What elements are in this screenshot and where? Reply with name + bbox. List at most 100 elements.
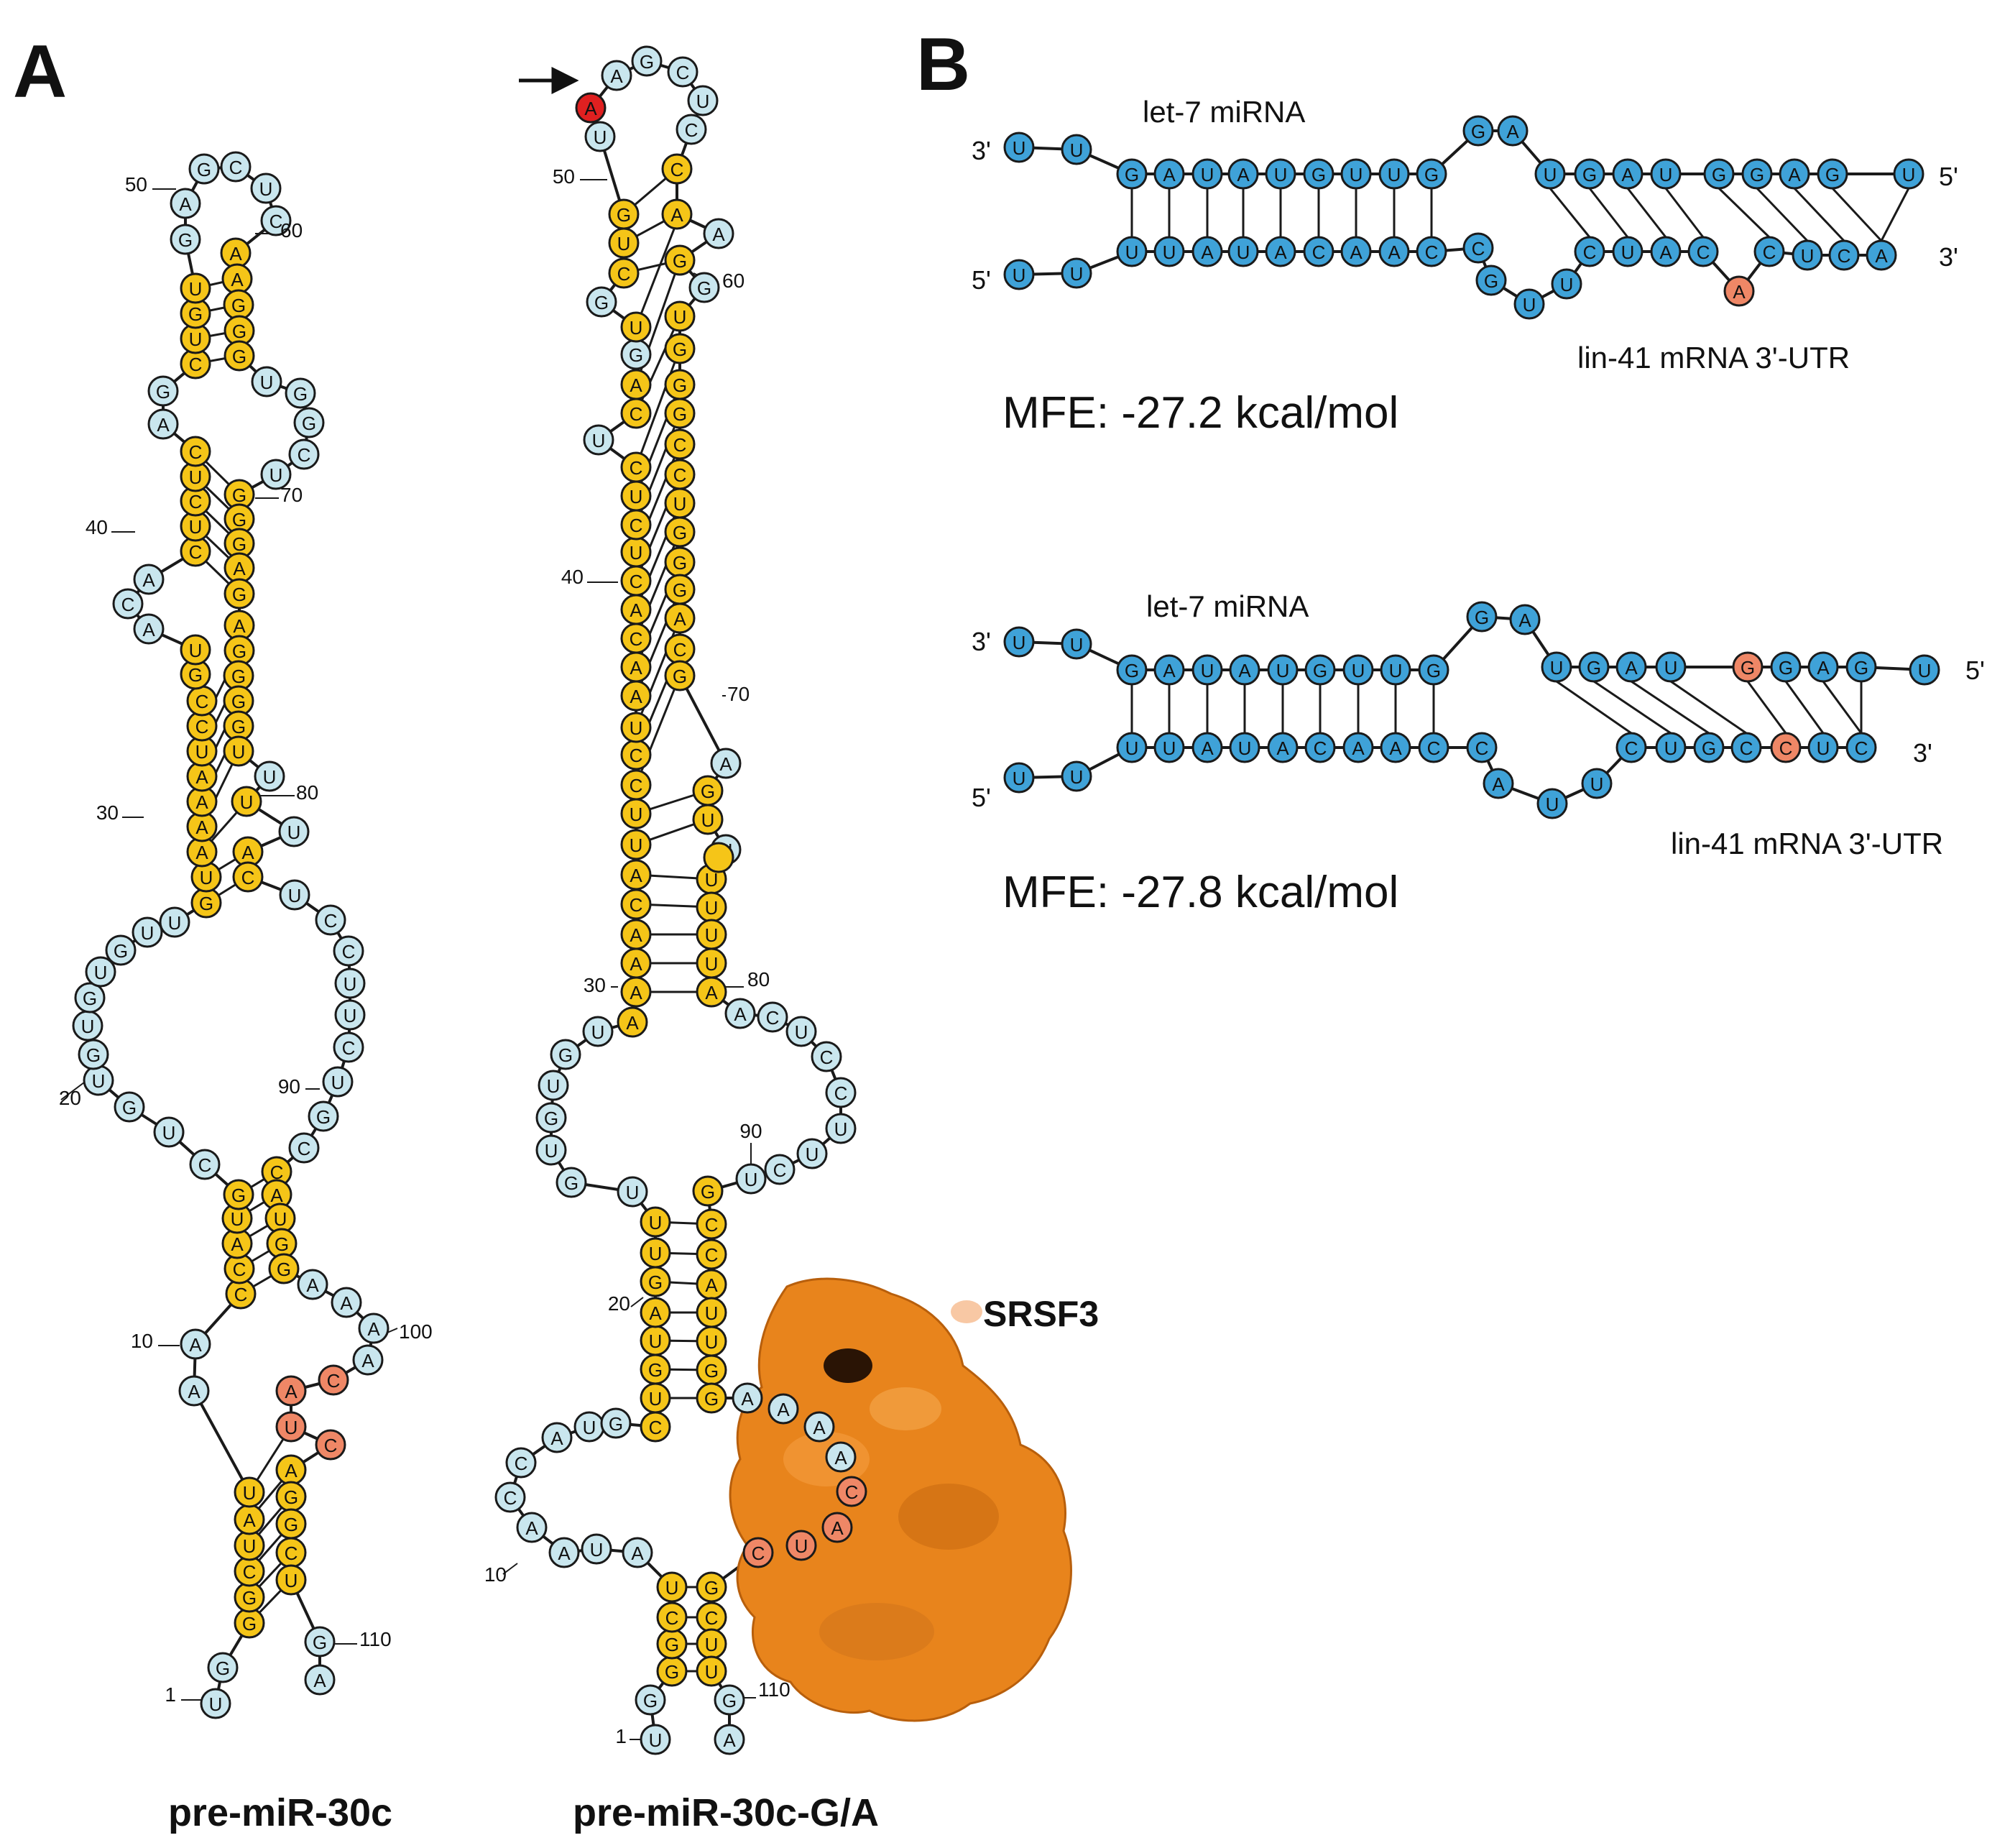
right-nt-13: A — [541, 1422, 573, 1453]
svg-text:C: C — [189, 441, 203, 463]
left-nt-40: A — [133, 564, 165, 595]
duplex2-mirna-nt-4: A — [1153, 654, 1185, 686]
svg-text:U: U — [1664, 657, 1678, 679]
right-nt-46: C — [620, 565, 652, 597]
left-nt-56: U — [250, 173, 282, 204]
svg-text:U: U — [1546, 794, 1559, 815]
svg-text:C: C — [705, 1244, 719, 1266]
svg-text:A: A — [1201, 242, 1214, 263]
duplex2-mirna-nt-2: U — [1061, 628, 1092, 660]
duplex2-mirna-nt-8: G — [1304, 654, 1336, 686]
svg-text:U: U — [705, 897, 719, 919]
svg-text:C: C — [630, 571, 643, 592]
duplex2-utr-nt-3: U — [1116, 732, 1148, 763]
svg-text:A: A — [233, 615, 246, 637]
left-nt-111: G — [304, 1626, 336, 1658]
svg-text:U: U — [705, 869, 719, 891]
svg-text:C: C — [630, 457, 643, 479]
svg-text:C: C — [685, 119, 699, 141]
svg-text:U: U — [189, 328, 203, 350]
svg-text:G: G — [242, 1587, 257, 1609]
right-nt-4: G — [656, 1628, 688, 1660]
svg-text:A: A — [229, 243, 242, 265]
right-nt-100: U — [796, 1138, 828, 1169]
right-nt-65: U — [687, 85, 719, 116]
left-num-70: 70 — [280, 484, 303, 506]
duplex1-utr-label: lin-41 mRNA 3'-UTR — [1577, 341, 1850, 374]
svg-text:U: U — [1201, 660, 1214, 681]
right-nt-93: A — [696, 976, 727, 1008]
left-nt-5: C — [234, 1555, 265, 1587]
svg-text:A: A — [179, 193, 192, 215]
svg-text:A: A — [231, 1233, 244, 1255]
right-nt-117: U — [785, 1530, 817, 1561]
svg-text:U: U — [705, 1302, 719, 1324]
left-nt-90: U — [322, 1066, 354, 1098]
svg-text:U: U — [209, 1693, 223, 1715]
duplex1-utr-nt-22: U — [1792, 239, 1823, 271]
right-bulge-node — [703, 842, 734, 873]
svg-text:C: C — [673, 464, 687, 486]
svg-text:U: U — [1350, 164, 1363, 185]
svg-text:G: G — [232, 346, 246, 367]
svg-text:A: A — [705, 1274, 718, 1296]
svg-text:G: G — [188, 303, 203, 325]
svg-text:A: A — [1238, 660, 1251, 681]
right-nt-10: A — [516, 1512, 548, 1543]
svg-text:C: C — [342, 1037, 356, 1059]
svg-text:G: G — [284, 1486, 298, 1508]
svg-text:U: U — [705, 953, 719, 975]
right-num-10: 10 — [484, 1563, 507, 1586]
duplex2-utr-nt-9: A — [1342, 732, 1374, 763]
left-nt-47: G — [147, 375, 179, 407]
svg-text:G: G — [665, 1634, 679, 1655]
svg-text:A: A — [1276, 737, 1289, 759]
svg-text:U: U — [195, 741, 209, 763]
svg-text:U: U — [92, 1070, 106, 1092]
base-pair-bond — [1626, 188, 1667, 238]
svg-text:U: U — [834, 1118, 848, 1140]
svg-text:G: G — [86, 1044, 101, 1066]
left-nt-63: U — [251, 366, 282, 397]
right-num-40: 40 — [561, 566, 584, 588]
duplex1-mirna-nt-5: U — [1191, 158, 1223, 190]
svg-text:U: U — [673, 493, 687, 515]
right-nt-121: U — [696, 1628, 727, 1660]
svg-text:C: C — [1740, 737, 1753, 759]
svg-text:U: U — [1237, 242, 1250, 263]
base-pair-bond — [1831, 187, 1883, 242]
svg-text:G: G — [302, 413, 316, 434]
right-nt-86: G — [692, 775, 724, 806]
duplex2-utr-nt-2: U — [1061, 760, 1092, 792]
svg-text:U: U — [1388, 164, 1401, 185]
right-nt-123: G — [714, 1684, 745, 1716]
left-nt-77: G — [223, 710, 254, 742]
base-pair-bond — [635, 213, 681, 328]
svg-text:U: U — [94, 962, 108, 983]
svg-text:G: G — [232, 484, 246, 506]
svg-text:U: U — [1817, 737, 1830, 759]
protein-highlight-2 — [870, 1387, 941, 1430]
duplex2-mirna-nt-6: A — [1229, 654, 1260, 686]
right-nt-18: G — [640, 1353, 671, 1385]
right-num-110: 110 — [758, 1678, 790, 1701]
duplex1-utr-nt-19: C — [1687, 236, 1719, 267]
svg-text:U: U — [744, 1169, 758, 1190]
left-nt-96: G — [266, 1228, 298, 1259]
right-nt-110: G — [696, 1382, 727, 1414]
right-nt-73: G — [664, 333, 696, 364]
svg-text:U: U — [592, 430, 606, 451]
svg-text:U: U — [1902, 164, 1916, 185]
svg-text:G: G — [231, 666, 246, 687]
svg-text:A: A — [734, 1003, 747, 1025]
duplex1-utr-nt-8: C — [1303, 236, 1334, 267]
left-nt-53: A — [170, 188, 201, 219]
svg-text:G: G — [231, 691, 246, 712]
left-nt-78: U — [223, 735, 254, 767]
svg-text:C: C — [285, 1543, 298, 1564]
svg-text:U: U — [795, 1535, 808, 1557]
right-num-70: 70 — [727, 683, 750, 705]
svg-text:C: C — [752, 1543, 765, 1564]
duplex1-mirna-nt-16: A — [1612, 158, 1644, 190]
base-pair-bond — [1718, 187, 1771, 239]
